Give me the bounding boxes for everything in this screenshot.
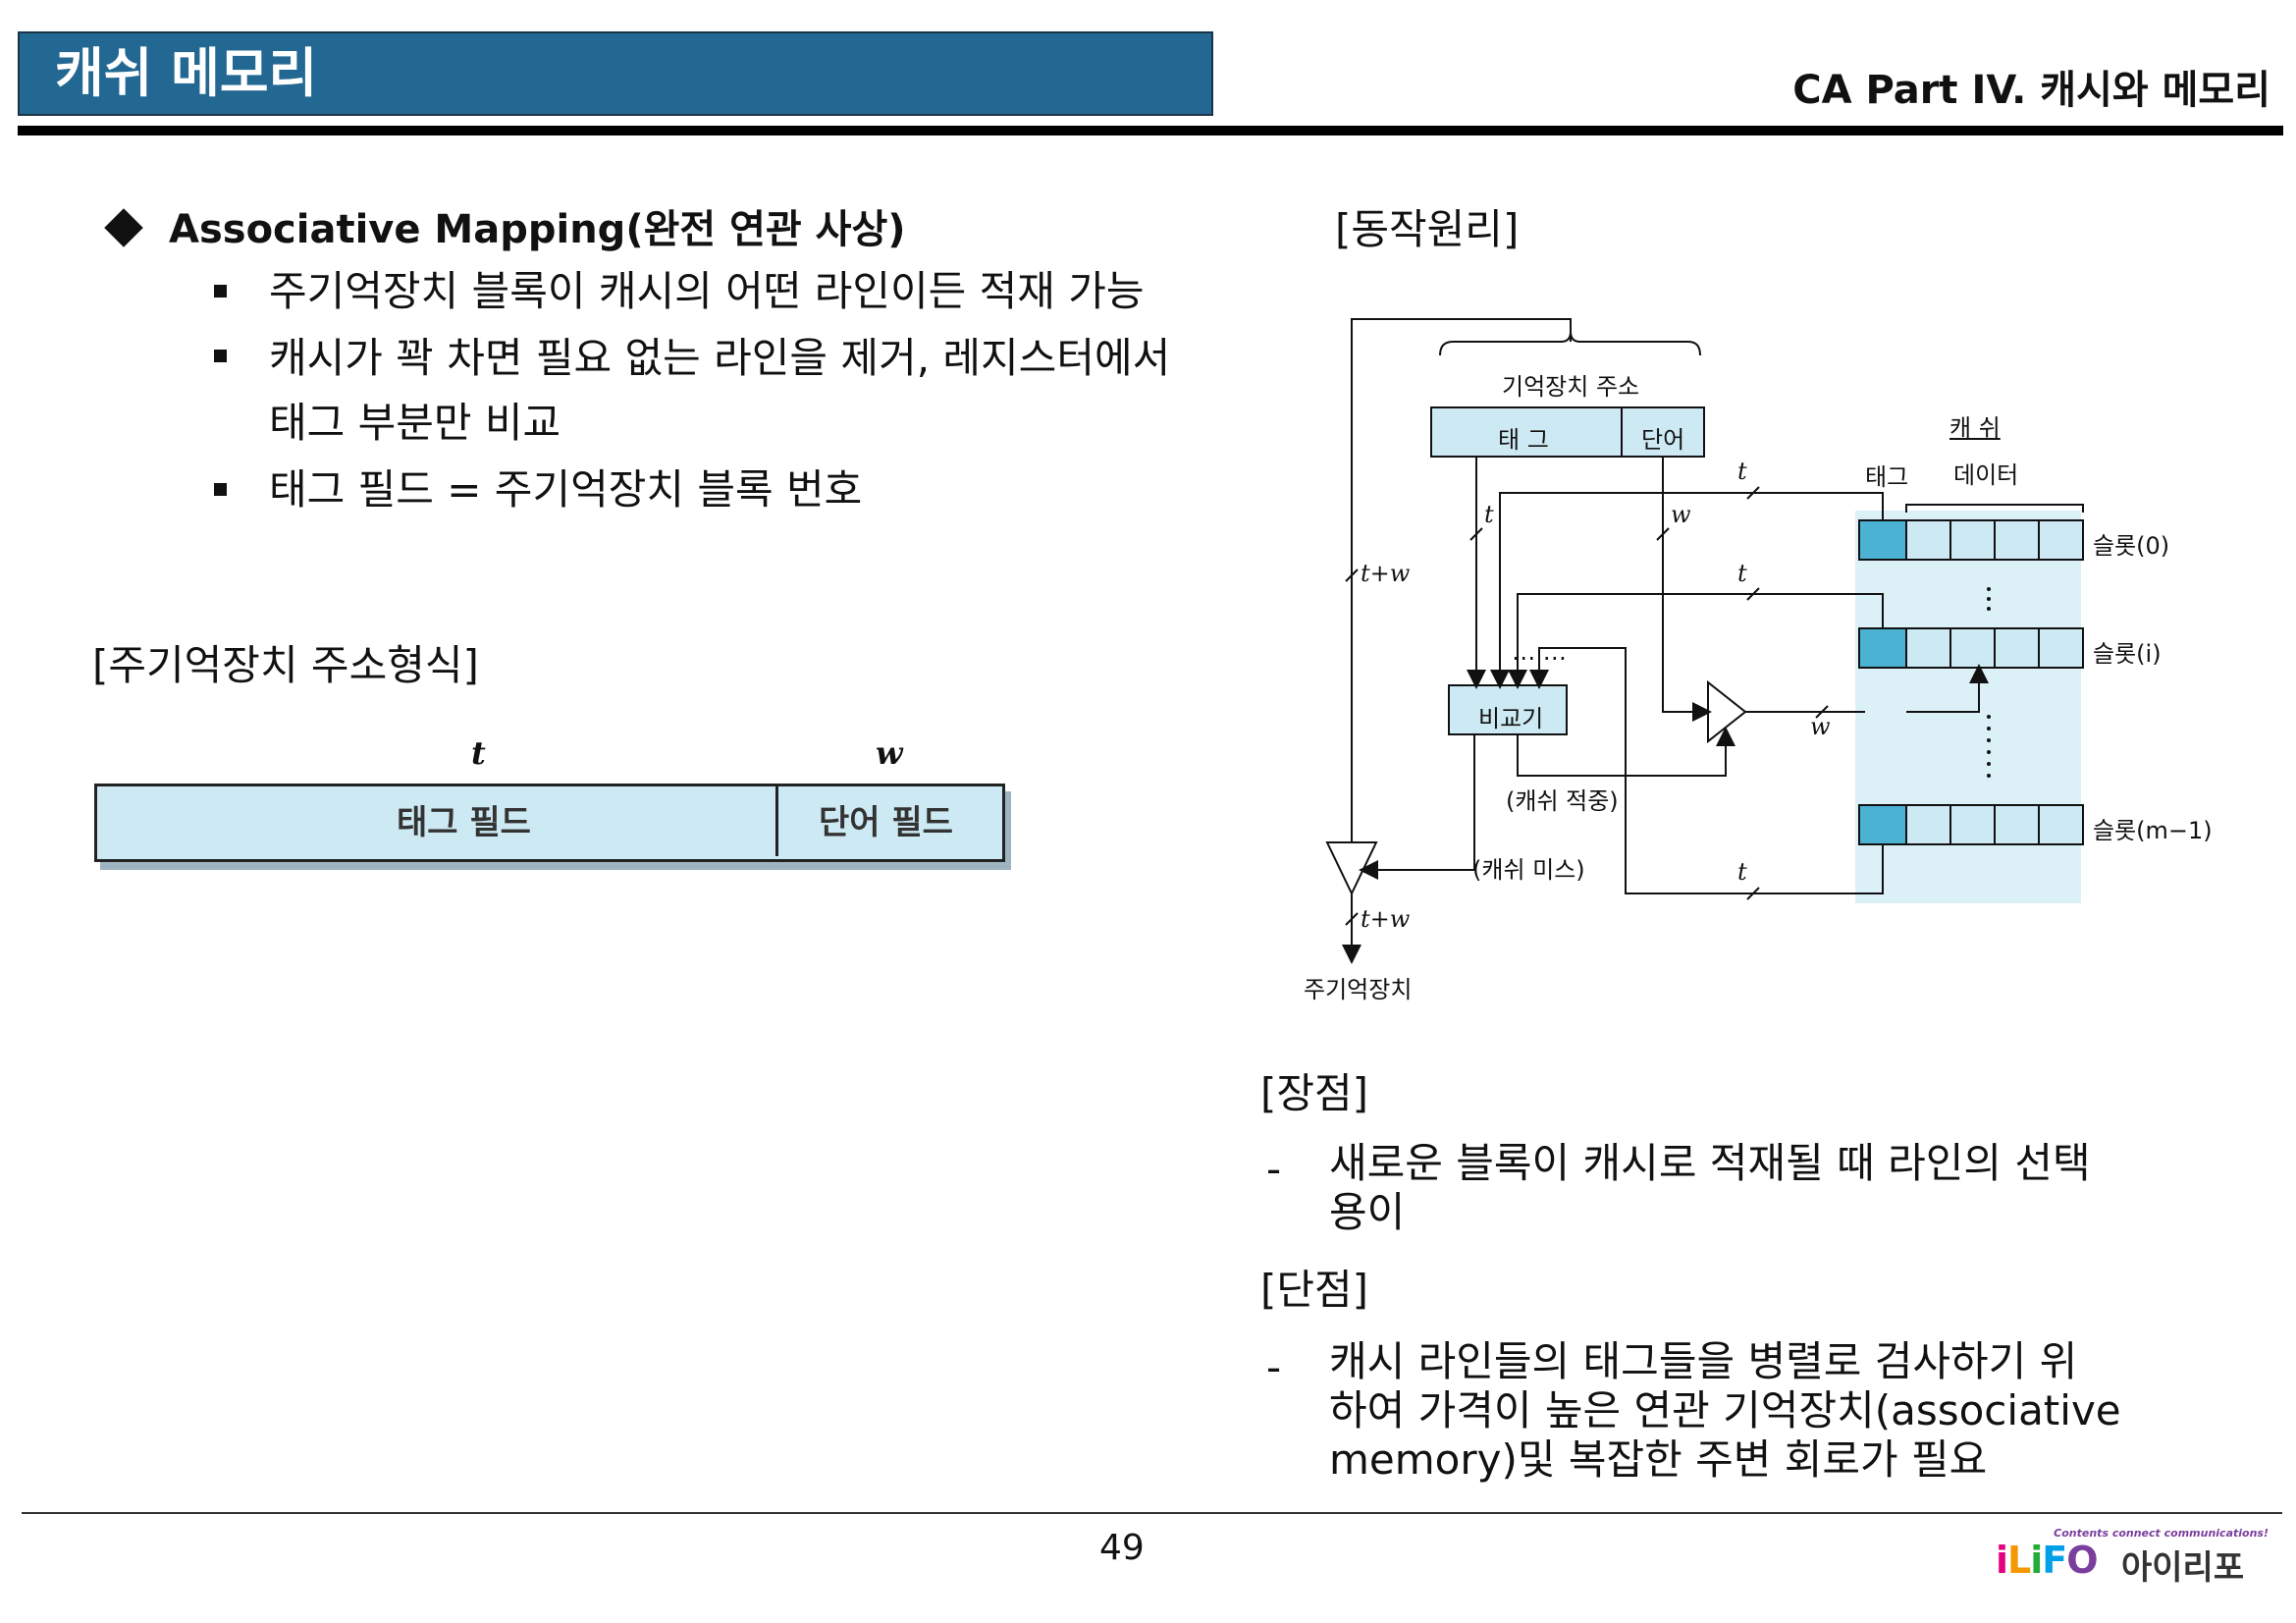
bullet-item: 캐시가 꽉 차면 필요 없는 라인을 제거, 레지스터에서: [269, 334, 1171, 382]
logo-text: 아이리포: [2121, 1548, 2245, 1588]
cons-text-line-2: 하여 가격이 높은 연관 기억장치(associative: [1329, 1386, 2121, 1434]
slot-i-label: 슬롯(i): [2093, 640, 2162, 668]
t-plus-w-label-bottom: t+w: [1361, 905, 1411, 933]
comparator-input-dots: ⋯ ⋯: [1512, 644, 1567, 672]
output-triangle: [1325, 841, 1378, 896]
cache-slot-m-1: [1858, 804, 2084, 845]
cache-tag-label: 태그: [1865, 463, 1909, 491]
page-number: 49: [1099, 1528, 1145, 1568]
square-bullet-icon: [214, 285, 227, 298]
t-plus-w-label-top: t+w: [1361, 560, 1411, 587]
memory-address-label: 기억장치 주소: [1502, 373, 1640, 401]
course-subtitle: CA Part IV. 캐시와 메모리: [1792, 68, 2270, 113]
t-label-slot-i: t: [1737, 560, 1747, 587]
word-field-label: 단어 필드: [819, 803, 953, 842]
pros-text-line-2: 용이: [1329, 1188, 1406, 1236]
word-cell-label: 단어: [1641, 426, 1685, 454]
cons-text-line-3: memory)및 복잡한 주변 회로가 필요: [1329, 1435, 1988, 1484]
cache-slot-i: [1858, 627, 2084, 669]
cache-data-label: 데이터: [1953, 461, 2019, 489]
header-divider: [18, 126, 2283, 135]
logo-mark: iLiFO: [1996, 1539, 2099, 1582]
bullet-item-continuation: 태그 부분만 비교: [269, 399, 561, 447]
address-register: [1430, 406, 1705, 458]
pros-label: [장점]: [1260, 1069, 1369, 1117]
operation-principle-label: [동작원리]: [1335, 205, 1520, 253]
slot-m-1-label: 슬롯(m−1): [2093, 817, 2213, 844]
pros-dash: -: [1266, 1145, 1282, 1193]
cons-text-line-1: 캐시 라인들의 태그들을 병렬로 검사하기 위: [1329, 1337, 2078, 1385]
cache-mapping-diagram: [1325, 318, 2084, 964]
square-bullet-icon: [214, 350, 227, 362]
field-w-label: w: [876, 734, 903, 772]
cons-dash: -: [1266, 1343, 1282, 1391]
pros-text-line-1: 새로운 블록이 캐시로 적재될 때 라인의 선택: [1329, 1139, 2091, 1187]
bullet-item: 태그 필드 = 주기억장치 블록 번호: [269, 465, 863, 514]
slot-0-label: 슬롯(0): [2093, 532, 2170, 560]
field-t-label: t: [471, 734, 486, 772]
w-label-word: w: [1671, 501, 1691, 528]
ilifo-logo: Contents connect communications! iLiFO 아…: [1996, 1527, 2270, 1588]
main-memory-label: 주기억장치: [1304, 976, 1413, 1003]
cache-slot-0: [1858, 519, 2084, 561]
address-field-box: [94, 784, 1005, 862]
address-format-label: [주기억장치 주소형식]: [92, 641, 479, 689]
title-banner: [18, 31, 1213, 116]
t-label-slot-0: t: [1737, 458, 1747, 485]
cache-label: 캐 쉬: [1949, 414, 2001, 442]
square-bullet-icon: [214, 483, 227, 496]
logo-tagline: Contents connect communications!: [2054, 1527, 2269, 1540]
tag-cell-label: 태 그: [1498, 426, 1549, 454]
section-heading: Associative Mapping(완전 연관 사상): [169, 207, 906, 252]
t-label-slot-m-1: t: [1737, 858, 1747, 886]
diamond-bullet-icon: [104, 208, 143, 247]
cache-hit-label: (캐쉬 적중): [1506, 787, 1619, 815]
field-divider: [775, 784, 778, 856]
tag-field-label: 태그 필드: [397, 803, 531, 842]
comparator-label: 비교기: [1478, 705, 1544, 732]
cache-miss-label: (캐쉬 미스): [1472, 856, 1585, 884]
cons-label: [단점]: [1260, 1266, 1369, 1314]
footer-divider: [22, 1512, 2282, 1514]
w-label-output: w: [1810, 713, 1831, 740]
page-title: 캐쉬 메모리: [55, 42, 318, 104]
t-label-tag: t: [1484, 501, 1494, 528]
bullet-item: 주기억장치 블록이 캐시의 어떤 라인이든 적재 가능: [269, 267, 1145, 315]
